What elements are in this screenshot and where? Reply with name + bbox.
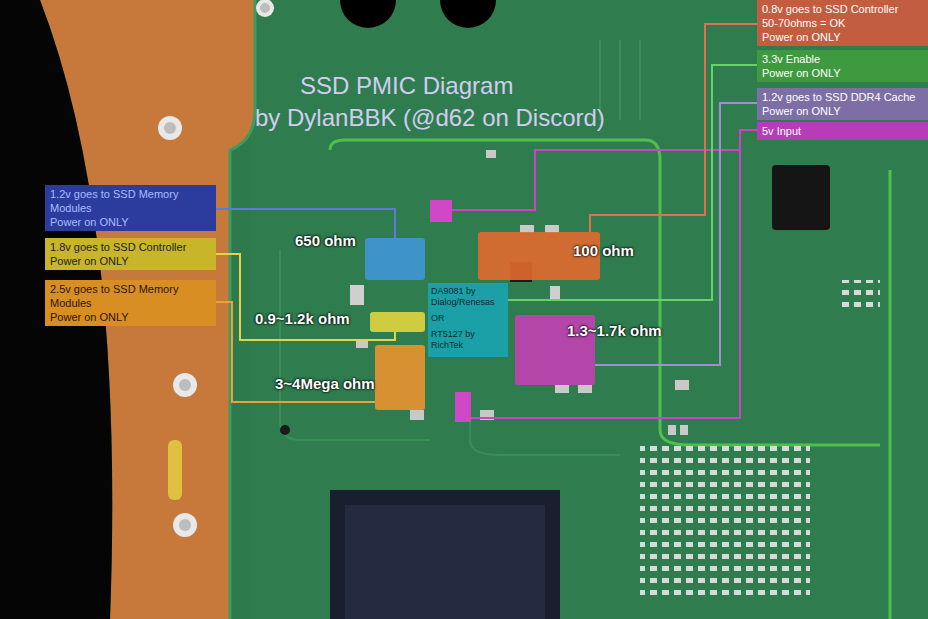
resistance-value: 650 ohm <box>295 232 356 250</box>
callout-box: 5v Input <box>757 122 928 140</box>
resistance-value: 0.9~1.2k ohm <box>255 310 350 328</box>
chip-marking: DA9081 by Dialog/Renesas <box>431 286 505 308</box>
title-text: SSD PMIC Diagram by DylanBBK (@d62 on Di… <box>255 72 605 131</box>
chip-marking: OR <box>431 313 505 324</box>
callout-box: 1.8v goes to SSD ControllerPower on ONLY <box>45 238 216 270</box>
leader-line <box>590 24 757 232</box>
leader-line <box>471 130 757 418</box>
callout-text: Power on ONLY <box>50 310 211 324</box>
callout-box: 1.2v goes to SSD Memory ModulesPower on … <box>45 185 216 231</box>
resistance-value: 3~4Mega ohm <box>275 375 375 393</box>
resistance-value: 100 ohm <box>573 242 634 260</box>
callout-text: Power on ONLY <box>50 254 211 268</box>
callout-text: 1.2v goes to SSD Memory Modules <box>50 187 211 215</box>
callout-text: 5v Input <box>762 124 923 138</box>
callout-text: Power on ONLY <box>762 104 923 118</box>
chip-marking: RT5127 by RichTek <box>431 329 505 351</box>
callout-text: 2.5v goes to SSD Memory Modules <box>50 282 211 310</box>
callout-text: 3.3v Enable <box>762 52 923 66</box>
callout-text: 1.8v goes to SSD Controller <box>50 240 211 254</box>
leader-line <box>216 302 375 402</box>
pcb-pad: 0.9~1.2k ohm <box>370 312 425 332</box>
pcb-pad: 650 ohm <box>365 238 425 280</box>
title-spacer <box>516 70 675 100</box>
resistance-value: 1.3~1.7k ohm <box>567 322 662 340</box>
callout-text: Power on ONLY <box>762 66 923 80</box>
callout-text: 0.8v goes to SSD Controller <box>762 2 923 16</box>
callout-box: 0.8v goes to SSD Controller50-70ohms = O… <box>757 0 928 46</box>
pmic-chip: DA9081 by Dialog/RenesasOR RT5127 by Rich… <box>428 283 508 357</box>
callout-text: Power on ONLY <box>50 215 211 229</box>
diagram-title: SSD PMIC Diagram by DylanBBK (@d62 on Di… <box>255 70 675 134</box>
pcb-pad: 100 ohm <box>478 232 600 280</box>
callout-box: 2.5v goes to SSD Memory ModulesPower on … <box>45 280 216 326</box>
callout-box: 1.2v goes to SSD DDR4 CachePower on ONLY <box>757 88 928 120</box>
callout-text: 50-70ohms = OK <box>762 16 923 30</box>
callout-box: 3.3v EnablePower on ONLY <box>757 50 928 82</box>
callout-text: Power on ONLY <box>762 30 923 44</box>
callout-text: 1.2v goes to SSD DDR4 Cache <box>762 90 923 104</box>
leader-line <box>452 150 740 210</box>
pcb-pad: 1.3~1.7k ohm <box>515 315 595 385</box>
pcb-pad: 3~4Mega ohm <box>375 345 425 410</box>
